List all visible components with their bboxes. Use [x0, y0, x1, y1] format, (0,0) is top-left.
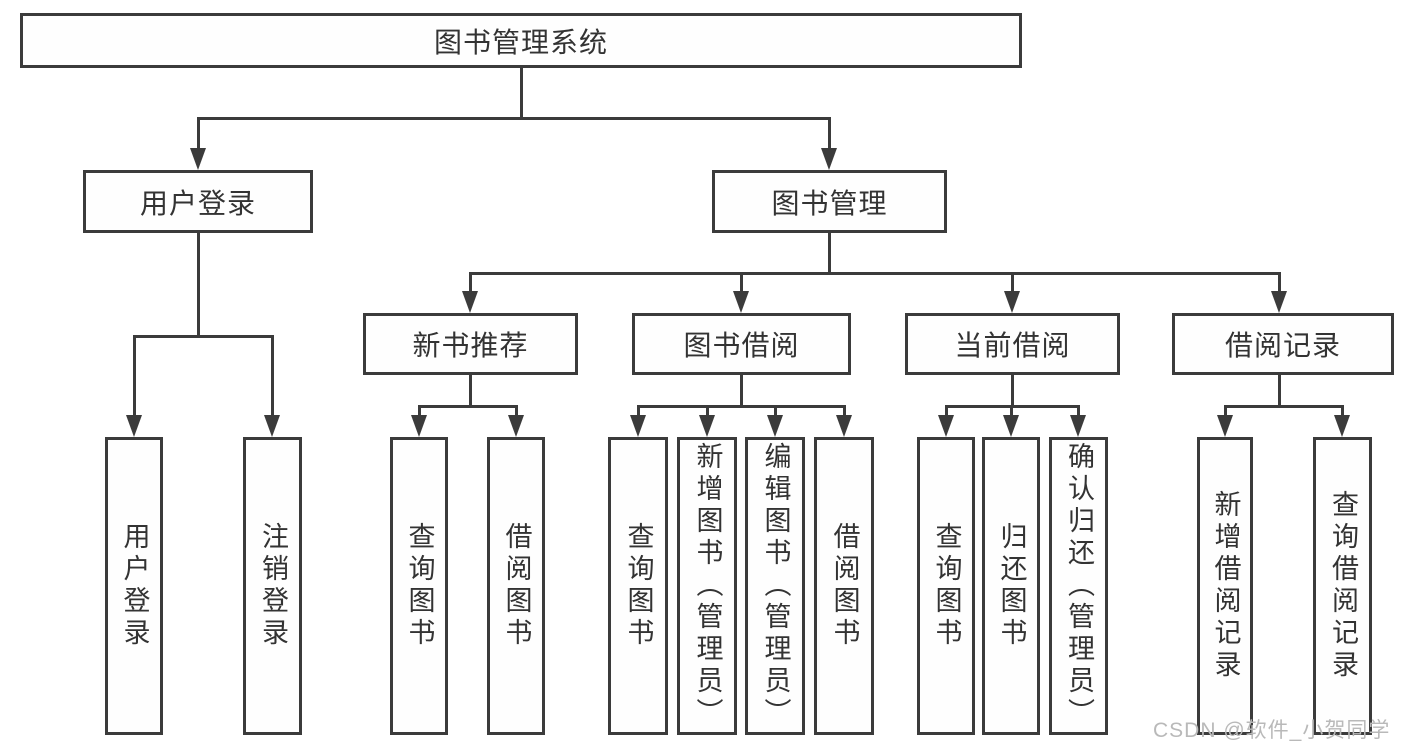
watermark: CSDN @软件_小贺同学: [1153, 719, 1391, 742]
node-root-label: 图书管理系统: [433, 26, 608, 58]
arrow-down-icon: [508, 415, 524, 437]
leaf-user-login: 用户登录: [105, 437, 163, 735]
leaf-borrow-books: 借阅图书: [487, 437, 545, 735]
edge-new-books-stem: [469, 375, 472, 407]
node-book-borrow-label: 图书借阅: [683, 330, 800, 361]
node-borrow-records-label: 借阅记录: [1224, 330, 1341, 361]
leaf-add-borrow-record: 新增借阅记录: [1197, 437, 1253, 735]
leaf-edit-books-admin: 编辑图书（管理员）: [745, 437, 805, 735]
node-root: 图书管理系统: [20, 13, 1022, 68]
arrow-down-icon: [1070, 415, 1086, 437]
edge-to-leaf: [637, 405, 640, 417]
leaf-label: 确认归还（管理员）: [1064, 442, 1094, 730]
leaf-query-books: 查询图书: [390, 437, 448, 735]
edge-to-current-borrow: [1011, 272, 1014, 293]
leaf-label: 查询图书: [404, 522, 435, 650]
arrow-down-icon: [1003, 415, 1019, 437]
node-new-books: 新书推荐: [363, 313, 578, 375]
leaf-query-borrow-record: 查询借阅记录: [1313, 437, 1372, 735]
leaf-confirm-return-admin: 确认归还（管理员）: [1049, 437, 1108, 735]
arrow-down-icon: [1334, 415, 1350, 437]
edge-to-leaf: [515, 405, 518, 417]
edge-new-books-split: [418, 405, 517, 408]
arrow-down-icon: [190, 148, 206, 170]
edge-to-leaf: [133, 335, 136, 417]
leaf-label: 查询图书: [623, 522, 654, 650]
edge-to-leaf: [271, 335, 274, 417]
edge-to-book-mgmt: [828, 117, 831, 150]
node-user-login-label: 用户登录: [139, 187, 256, 219]
leaf-label: 借阅图书: [501, 522, 532, 650]
node-current-borrow: 当前借阅: [905, 313, 1120, 375]
edge-book-mgmt-split: [469, 272, 1281, 275]
edge-user-login-split: [133, 335, 273, 338]
arrow-down-icon: [630, 415, 646, 437]
edge-to-book-borrow: [740, 272, 743, 293]
arrow-down-icon: [836, 415, 852, 437]
arrow-down-icon: [821, 148, 837, 170]
edge-root-split: [197, 117, 831, 120]
arrow-down-icon: [1271, 291, 1287, 313]
edge-to-leaf: [1224, 405, 1227, 417]
edge-root-stem: [520, 68, 523, 118]
leaf-logout: 注销登录: [243, 437, 302, 735]
edge-book-borrow-split: [637, 405, 845, 408]
edge-borrow-records-stem: [1278, 375, 1281, 407]
arrow-down-icon: [411, 415, 427, 437]
leaf-label: 用户登录: [119, 522, 150, 650]
leaf-add-books-admin: 新增图书（管理员）: [677, 437, 737, 735]
arrow-down-icon: [699, 415, 715, 437]
leaf-label: 新增图书（管理员）: [692, 442, 723, 730]
edge-current-borrow-stem: [1011, 375, 1014, 407]
edge-to-leaf: [1010, 405, 1013, 417]
edge-to-leaf: [1341, 405, 1344, 417]
edge-user-login-stem: [197, 233, 200, 338]
edge-to-borrow-records: [1278, 272, 1281, 293]
leaf-label: 查询图书: [931, 522, 962, 650]
leaf-return-books: 归还图书: [982, 437, 1040, 735]
edge-to-leaf: [1077, 405, 1080, 417]
arrow-down-icon: [264, 415, 280, 437]
node-book-borrow: 图书借阅: [632, 313, 851, 375]
arrow-down-icon: [733, 291, 749, 313]
node-new-books-label: 新书推荐: [412, 330, 529, 361]
leaf-query-books: 查询图书: [608, 437, 668, 735]
leaf-borrow-books: 借阅图书: [814, 437, 874, 735]
node-user-login: 用户登录: [83, 170, 313, 233]
arrow-down-icon: [462, 291, 478, 313]
arrow-down-icon: [938, 415, 954, 437]
node-borrow-records: 借阅记录: [1172, 313, 1394, 375]
leaf-label: 编辑图书（管理员）: [760, 442, 791, 730]
leaf-label: 借阅图书: [829, 522, 860, 650]
leaf-label: 新增借阅记录: [1210, 490, 1241, 682]
edge-to-user-login: [197, 117, 200, 150]
edge-to-leaf: [945, 405, 948, 417]
edge-to-new-books: [469, 272, 472, 293]
edge-borrow-records-split: [1224, 405, 1344, 408]
leaf-query-books: 查询图书: [917, 437, 975, 735]
edge-to-leaf: [774, 405, 777, 417]
edge-to-leaf: [418, 405, 421, 417]
node-current-borrow-label: 当前借阅: [954, 330, 1071, 361]
arrow-down-icon: [126, 415, 142, 437]
leaf-label: 归还图书: [996, 522, 1027, 650]
leaf-label: 注销登录: [258, 522, 288, 650]
leaf-label: 查询借阅记录: [1328, 490, 1358, 682]
edge-to-leaf: [843, 405, 846, 417]
arrow-down-icon: [1217, 415, 1233, 437]
edge-to-leaf: [706, 405, 709, 417]
edge-book-mgmt-stem: [828, 233, 831, 274]
edge-book-borrow-stem: [740, 375, 743, 407]
node-book-mgmt-label: 图书管理: [771, 187, 888, 219]
node-book-mgmt: 图书管理: [712, 170, 947, 233]
arrow-down-icon: [767, 415, 783, 437]
arrow-down-icon: [1004, 291, 1020, 313]
